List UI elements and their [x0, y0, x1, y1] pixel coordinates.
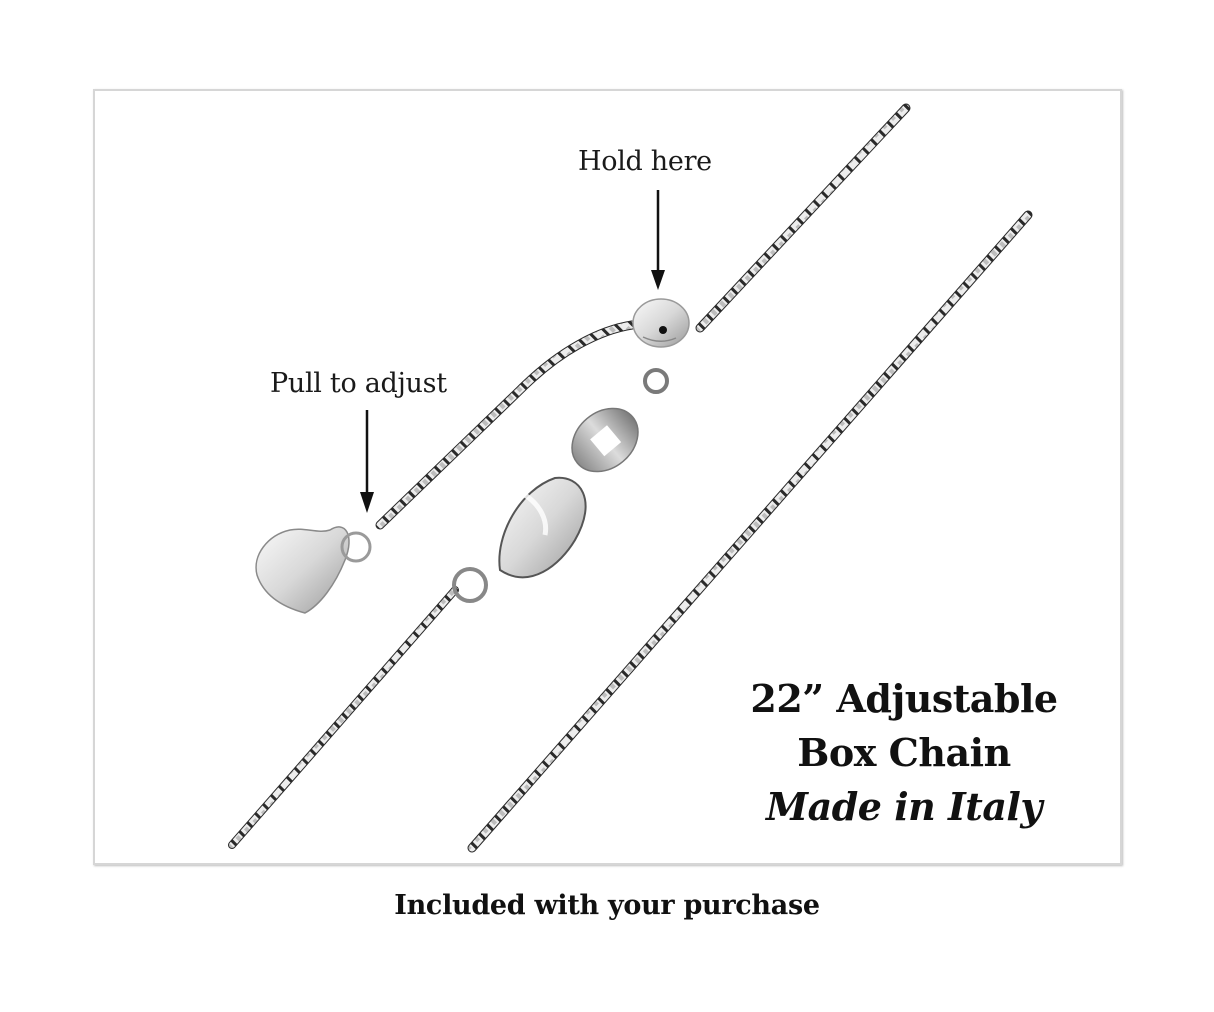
product-title: 22” Adjustable Box Chain Made in Italy: [728, 672, 1080, 834]
included-caption: Included with your purchase: [394, 890, 820, 921]
pull-arrow-icon: [360, 410, 374, 513]
right-chain: [467, 210, 1033, 853]
oval-tag: [571, 407, 639, 473]
jump-ring: [643, 368, 669, 394]
hold-arrow-icon: [651, 190, 665, 290]
pull-to-adjust-label: Pull to adjust: [270, 368, 447, 399]
lobster-clasp: [452, 476, 587, 603]
title-line-size: 22” Adjustable: [750, 676, 1058, 721]
adjust-chain: [375, 320, 637, 530]
hold-here-label: Hold here: [578, 146, 712, 177]
lower-chain: [228, 586, 459, 849]
title-line-type: Box Chain: [797, 730, 1011, 775]
slider-bead: [632, 298, 690, 348]
title-line-origin: Made in Italy: [766, 784, 1042, 829]
heart-tag: [255, 526, 372, 614]
product-image-frame: [93, 89, 1122, 865]
upper-chain: [695, 103, 911, 333]
